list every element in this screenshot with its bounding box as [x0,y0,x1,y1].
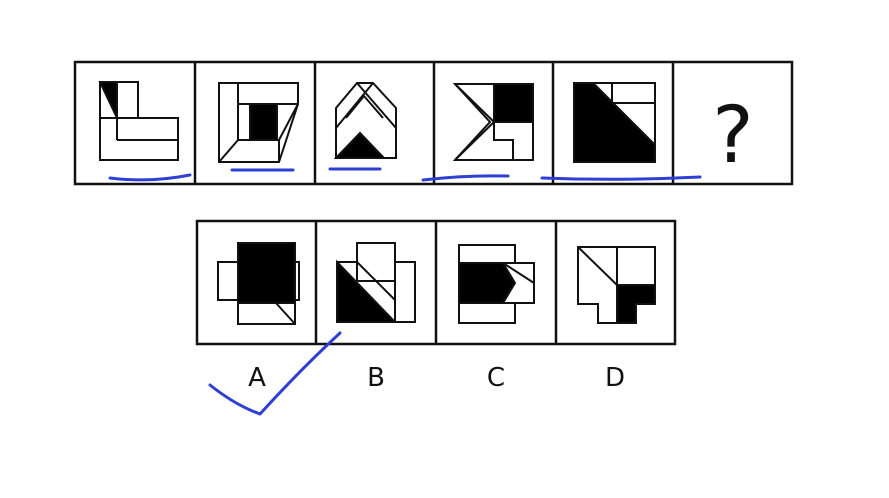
option-a-label: A [248,363,266,393]
figure-2[interactable] [218,82,299,163]
option-c-label: C [487,363,505,393]
option-b-label: B [367,363,385,393]
figure-3[interactable] [333,82,397,159]
underline-stroke [540,175,702,181]
underline-stroke [421,174,510,182]
figure-5[interactable] [573,82,656,163]
question-mark: ? [712,91,753,181]
underline-stroke [108,173,192,182]
option-d-label: D [605,363,625,393]
option-b-figure[interactable] [336,242,416,323]
options-row [195,219,677,346]
figure-1[interactable] [98,81,179,161]
option-a-figure[interactable] [217,242,300,325]
handwritten-annotations [108,167,702,416]
option-d-figure[interactable] [577,246,656,324]
checkmark-stroke [208,331,342,416]
question-row [73,60,794,186]
figure-4[interactable] [452,83,534,161]
option-c-figure[interactable] [458,244,535,324]
